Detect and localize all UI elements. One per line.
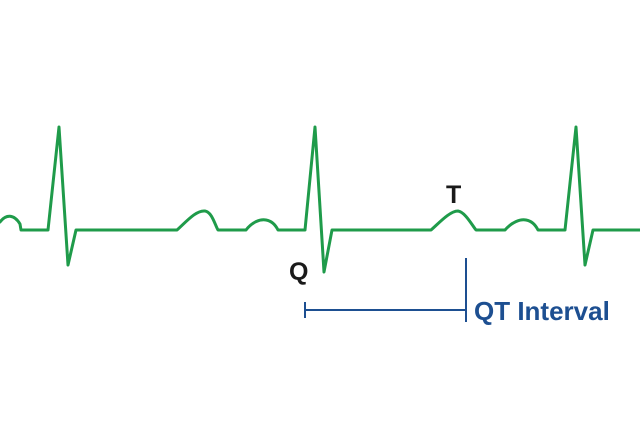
t-wave-label: T [446, 181, 461, 209]
qt-interval-label: QT Interval [474, 296, 610, 326]
q-wave-label: Q [289, 258, 308, 286]
ecg-trace [0, 125, 640, 274]
qt-interval-marker [304, 258, 467, 322]
